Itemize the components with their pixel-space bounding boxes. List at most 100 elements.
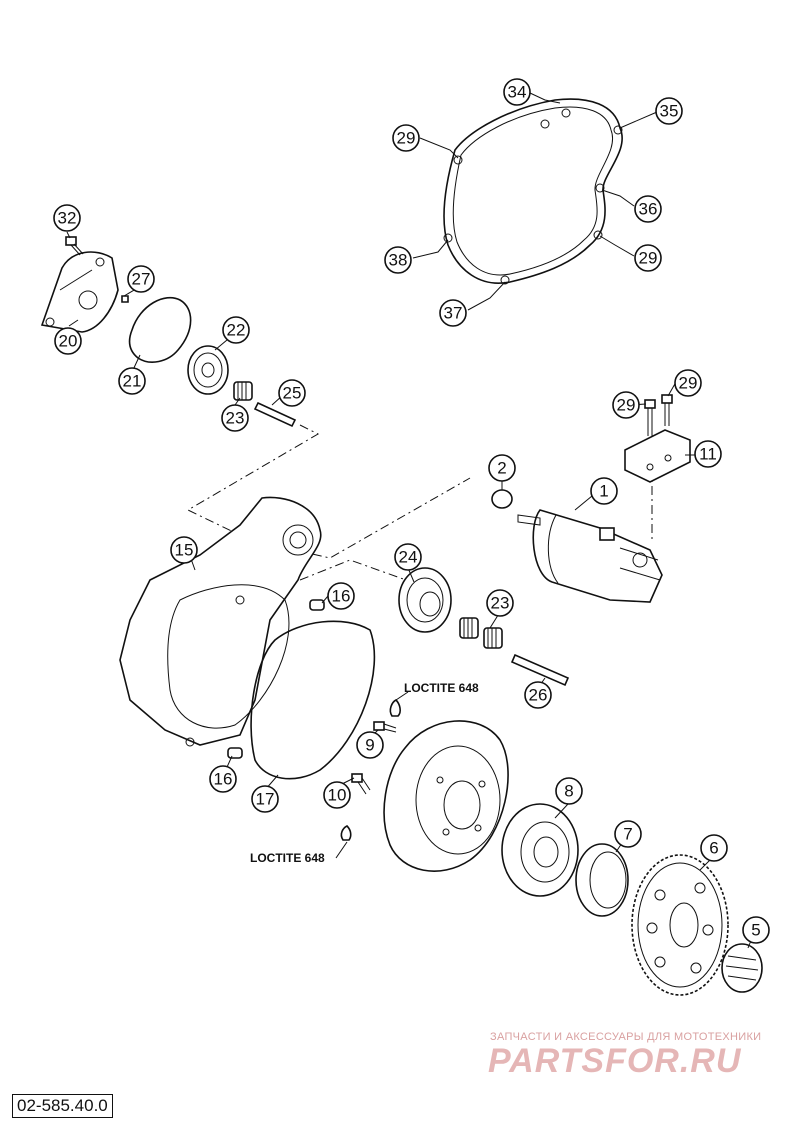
watermark-brand: PARTSFOR.RU [488,1042,742,1080]
callout-16-lower: 16 [209,765,237,793]
svg-text:9: 9 [365,736,374,755]
loctite-drop-upper [389,699,401,717]
diagram-id-label: 02-585.40.0 [12,1094,113,1118]
callout-29-bracket-left: 29 [612,391,640,419]
bolt-part-29-left [644,399,656,436]
bracket-part-11 [624,429,691,483]
gear-part-22 [187,345,229,395]
callout-23-upper: 23 [221,404,249,432]
callout-34: 34 [503,78,531,106]
callout-20: 20 [54,327,82,355]
dowel-part-16-lower [227,747,243,759]
svg-text:6: 6 [709,839,718,858]
svg-text:1: 1 [599,482,608,501]
assembly-line-lower [299,559,421,586]
svg-text:15: 15 [175,541,194,560]
callout-2: 2 [488,454,516,482]
dowel-part-16-upper [309,599,325,611]
callout-36: 36 [634,195,662,223]
svg-text:32: 32 [58,209,77,228]
svg-text:16: 16 [214,770,233,789]
callout-29-bracket-right: 29 [674,369,702,397]
callout-17: 17 [251,785,279,813]
gear-part-24 [398,567,452,633]
svg-text:17: 17 [256,790,275,809]
assembly-line-upper [186,424,471,559]
svg-text:29: 29 [397,129,416,148]
screw-part-10 [351,773,371,795]
loctite-drop-lower [340,825,352,841]
callout-7: 7 [614,820,642,848]
svg-text:26: 26 [529,686,548,705]
callout-29-top-left: 29 [392,124,420,152]
svg-text:24: 24 [399,548,418,567]
callout-32: 32 [53,204,81,232]
gasket-part-17 [250,620,376,780]
callout-35: 35 [655,97,683,125]
callout-25: 25 [278,379,306,407]
svg-text:29: 29 [639,249,658,268]
gasket-part-21 [128,296,192,363]
svg-text:21: 21 [123,372,142,391]
callout-21: 21 [118,367,146,395]
svg-text:34: 34 [508,83,527,102]
starter-gear-part-6 [631,854,729,996]
callout-9: 9 [356,731,384,759]
starter-motor-part-1 [517,509,663,603]
callout-23-lower: 23 [486,589,514,617]
svg-text:25: 25 [283,384,302,403]
svg-text:29: 29 [679,374,698,393]
svg-text:2: 2 [497,459,506,478]
callout-22: 22 [222,316,250,344]
bolt-part-29-right [661,394,673,426]
o-ring-part-2 [491,489,513,509]
pin-part-27 [121,295,129,303]
svg-text:23: 23 [491,594,510,613]
callout-8: 8 [555,777,583,805]
screw-part-9 [373,721,397,733]
callout-1: 1 [590,477,618,505]
callout-37: 37 [439,299,467,327]
svg-text:8: 8 [564,782,573,801]
callout-10: 10 [323,781,351,809]
svg-text:27: 27 [132,270,151,289]
shaft-part-26 [510,653,570,687]
cover-part-20 [40,251,119,333]
svg-text:29: 29 [617,396,636,415]
needle-bearing-part-5 [721,943,763,993]
callout-6: 6 [700,834,728,862]
svg-text:35: 35 [660,102,679,121]
callout-27: 27 [127,265,155,293]
shaft-part-25 [253,401,297,428]
bolt-part-32 [65,236,84,256]
callout-11: 11 [694,440,722,468]
freewheel-part-8 [501,803,579,897]
flywheel-rotor [383,720,509,872]
needle-bearing-part-23-upper [233,381,253,401]
svg-text:36: 36 [639,200,658,219]
freewheel-bearing-part-7 [575,843,629,917]
loctite-note-upper: LOCTITE 648 [404,681,479,695]
svg-text:20: 20 [59,332,78,351]
svg-text:37: 37 [444,304,463,323]
engine-cover-part-15 [119,496,322,747]
svg-text:23: 23 [226,409,245,428]
watermark-tagline: ЗАПЧАСТИ И АКСЕССУАРЫ ДЛЯ МОТОТЕХНИКИ [490,1031,762,1043]
svg-text:16: 16 [332,587,351,606]
callout-24: 24 [394,543,422,571]
callout-5: 5 [742,916,770,944]
svg-text:22: 22 [227,321,246,340]
callout-38: 38 [384,246,412,274]
needle-bearing-part-23-right [483,627,503,649]
svg-text:5: 5 [751,921,760,940]
svg-text:38: 38 [389,251,408,270]
svg-text:10: 10 [328,786,347,805]
svg-text:7: 7 [623,825,632,844]
callout-29-top-right: 29 [634,244,662,272]
needle-bearing-part-23-left [459,617,479,639]
loctite-note-lower: LOCTITE 648 [250,851,325,865]
svg-text:11: 11 [699,445,717,464]
callout-16-upper: 16 [327,582,355,610]
callout-26: 26 [524,681,552,709]
